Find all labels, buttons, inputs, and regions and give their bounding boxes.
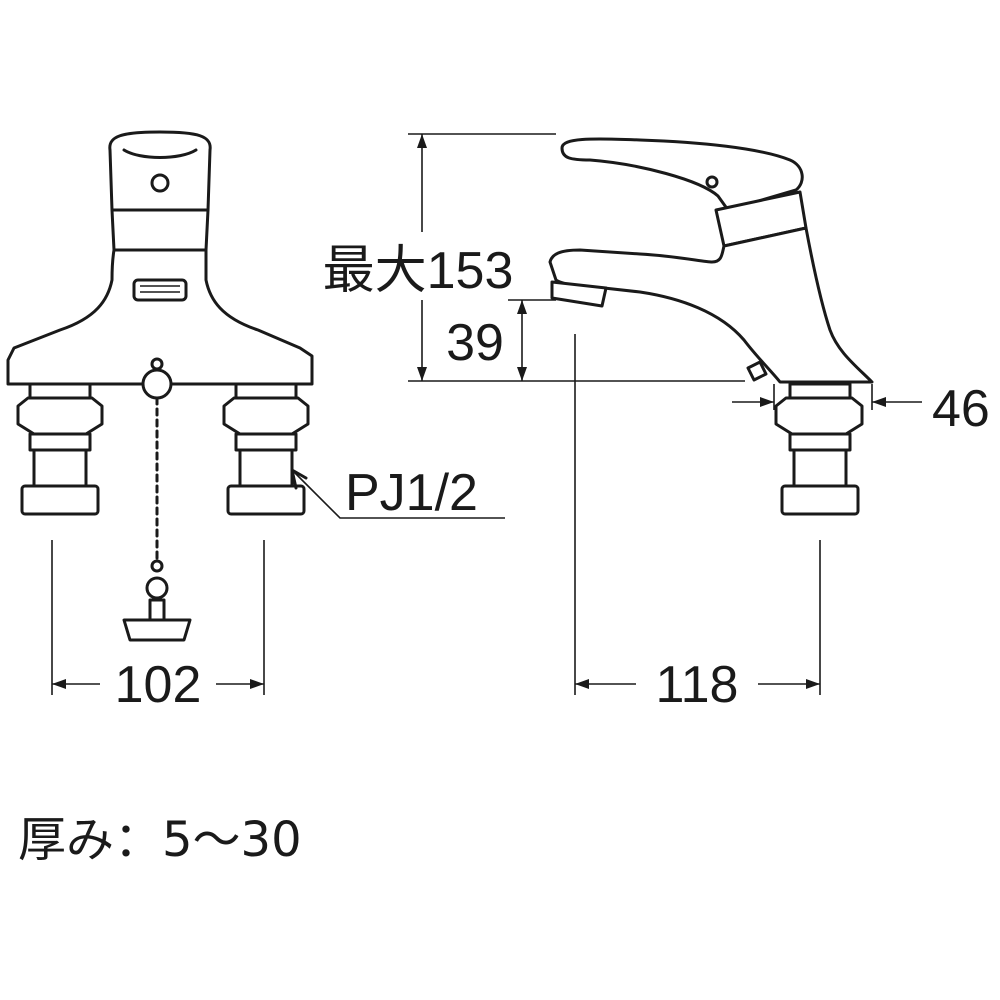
front-aerator bbox=[132, 278, 188, 302]
side-aerator bbox=[550, 280, 608, 308]
front-handle-screw bbox=[150, 173, 170, 193]
max-height-dimension bbox=[408, 133, 745, 382]
front-faucet-body bbox=[6, 248, 314, 386]
front-cartridge-body bbox=[110, 208, 210, 252]
side-faucet-body-and-spout bbox=[548, 226, 874, 384]
base-width-dimension bbox=[732, 384, 922, 410]
spout-height-label: 39 bbox=[446, 314, 504, 372]
center-distance-dimension bbox=[51, 540, 265, 695]
front-right-supply-fitting bbox=[222, 382, 310, 516]
pipe-thread-label: PJ1/2 bbox=[345, 464, 478, 522]
base-width-label: 46 bbox=[932, 380, 990, 438]
max-height-label: 最大153 bbox=[323, 242, 514, 300]
side-view bbox=[408, 133, 922, 695]
front-left-supply-fitting bbox=[16, 382, 104, 516]
side-supply-fitting bbox=[774, 382, 864, 516]
side-lever-handle bbox=[560, 137, 804, 212]
projection-label: 118 bbox=[656, 656, 739, 714]
spout-height-dimension bbox=[508, 299, 556, 381]
front-view bbox=[6, 130, 505, 695]
front-lever-handle bbox=[108, 130, 212, 252]
projection-dimension bbox=[574, 334, 821, 695]
thickness-note: 厚み：5〜30 bbox=[18, 812, 302, 868]
center-distance-label: 102 bbox=[115, 656, 202, 714]
drain-plug bbox=[122, 618, 192, 642]
drain-plug-chain bbox=[122, 357, 192, 642]
pipe-thread-leader bbox=[291, 469, 505, 519]
